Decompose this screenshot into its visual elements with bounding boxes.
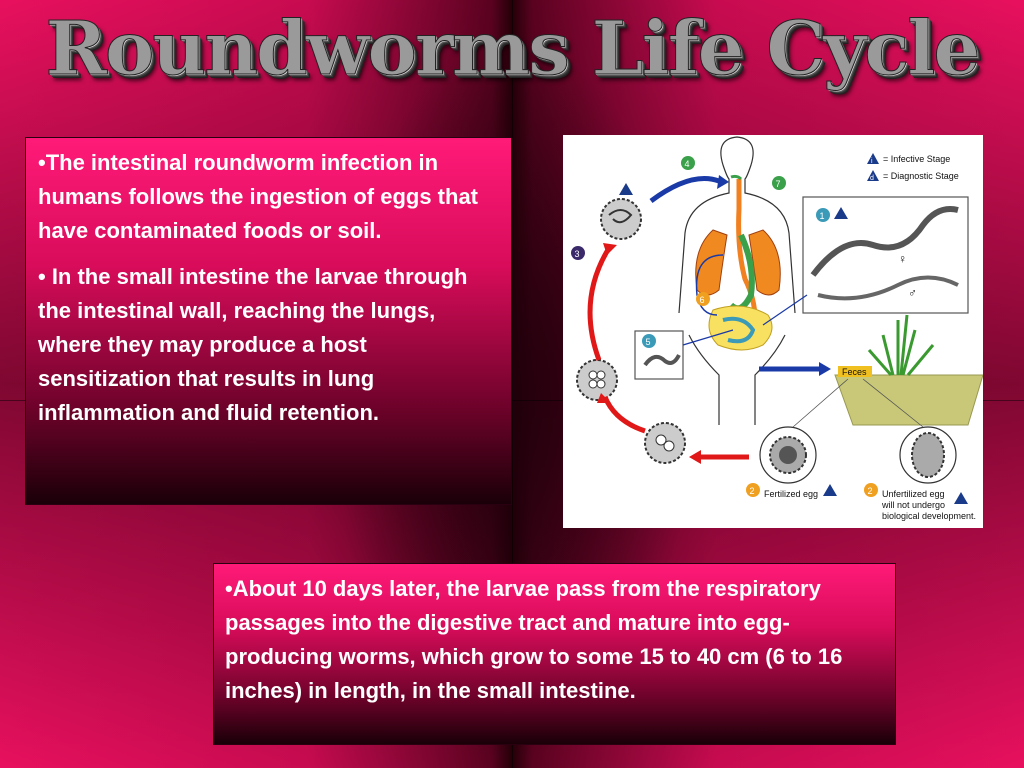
- diagnostic-triangle-icon: [867, 170, 879, 181]
- arrow-head-to-feces: [819, 362, 831, 376]
- text-box-top: •The intestinal roundworm infection in h…: [25, 137, 512, 505]
- soil-patch: [834, 374, 983, 426]
- egg-unfertilized: [899, 426, 957, 484]
- male-worm: [817, 275, 959, 301]
- text-box-bottom: •About 10 days later, the larvae pass fr…: [213, 563, 896, 745]
- legend-infective: = Infective Stage: [883, 154, 950, 164]
- legend-diagnostic: = Diagnostic Stage: [883, 171, 959, 181]
- pointer-fert: [792, 378, 849, 428]
- paragraph-larvae: • In the small intestine the larvae thro…: [38, 264, 468, 425]
- horizontal-divider: [0, 400, 1024, 401]
- step-markers: 4 7 3 6 5 1 2 2: [571, 156, 968, 504]
- egg-fertilized: [759, 426, 817, 484]
- diagnostic-mark-fert-icon: [823, 484, 837, 496]
- pointer-worms: [762, 294, 808, 326]
- step-6: 6: [700, 295, 705, 305]
- arrow-head-red-left: [603, 243, 617, 255]
- life-cycle-diagram: i = Infective Stage d = Diagnostic Stage…: [571, 136, 983, 521]
- slide-title: Roundworms Life Cycle: [45, 6, 981, 93]
- arrow-head-red-bottom: [597, 393, 611, 403]
- step-7: 7: [776, 179, 781, 189]
- diagnostic-mark-worms-icon: [834, 207, 848, 219]
- male-symbol: ♂: [908, 286, 917, 300]
- life-cycle-figure: i = Infective Stage d = Diagnostic Stage…: [563, 135, 983, 528]
- vertical-divider: [512, 0, 513, 768]
- female-symbol: ♀: [898, 252, 907, 266]
- step-5: 5: [646, 337, 651, 347]
- step-3: 3: [575, 249, 580, 259]
- pointer-unfert: [862, 378, 924, 428]
- paragraph-ingestion: •The intestinal roundworm infection in h…: [38, 150, 479, 243]
- unfertilized-label-1: Unfertilized egg: [882, 489, 945, 499]
- legend: i = Infective Stage d = Diagnostic Stage: [867, 153, 959, 182]
- step-2-fertilized: 2: [750, 486, 755, 496]
- paragraph-maturation: •About 10 days later, the larvae pass fr…: [225, 576, 843, 703]
- larva: [643, 354, 681, 367]
- grass: [867, 314, 935, 376]
- pointer-larva: [682, 329, 734, 346]
- human-body: [678, 136, 796, 425]
- arrow-head-ingestion: [717, 175, 729, 189]
- egg-infective: [600, 198, 642, 240]
- infective-mark-icon: [619, 183, 633, 195]
- unfertilized-label-2: will not undergo: [881, 500, 945, 510]
- arrow-red-left: [587, 246, 612, 361]
- feces-label-bg: [838, 366, 872, 377]
- arrow-migration: [695, 254, 724, 316]
- legend-d-mark: d: [870, 175, 874, 182]
- egg-developing: [644, 422, 686, 464]
- step-1: 1: [820, 211, 825, 221]
- infective-triangle-icon: [867, 153, 879, 164]
- unfertilized-label-3: biological development.: [882, 511, 976, 521]
- step-2-unfertilized: 2: [868, 486, 873, 496]
- arrow-ingestion: [649, 176, 720, 204]
- arrow-head-red-eggs: [689, 450, 701, 464]
- diagnostic-mark-unfert-icon: [954, 492, 968, 504]
- arrow-red-bottom: [602, 395, 646, 434]
- fertilized-egg-label: Fertilized egg: [764, 489, 818, 499]
- egg-embryonated: [576, 359, 618, 401]
- legend-i-mark: i: [871, 158, 873, 165]
- larva-inset: [634, 330, 684, 380]
- step-4: 4: [685, 159, 690, 169]
- female-worm: [810, 206, 959, 277]
- feces-label: Feces: [842, 367, 867, 377]
